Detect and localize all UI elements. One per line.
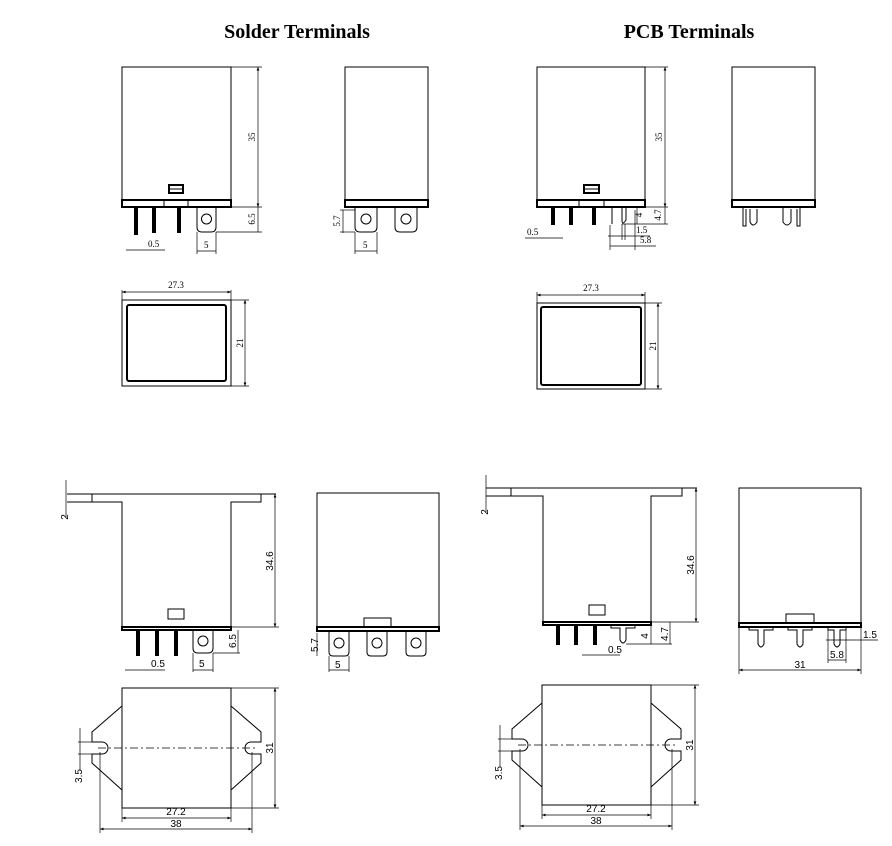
- solder-flange-front-view: 2 34.6 6.5 0.5 5: [60, 480, 279, 672]
- dim-flange: 2: [60, 514, 71, 520]
- solder-side-view: 5.7 5: [332, 66, 429, 254]
- dim-pin-length: 4.7: [653, 209, 663, 221]
- dim-tab-width: 5: [199, 659, 205, 670]
- dim-pin-width-b: 5.8: [830, 650, 844, 661]
- dim-pin-length: 4.7: [660, 627, 671, 641]
- dim-body-width: 27.2: [586, 804, 606, 815]
- pcb-flange-side-view: 1.5 5.8 31: [738, 487, 878, 674]
- dim-pin-thickness: 0.5: [527, 227, 539, 237]
- dim-tab-width: 5: [204, 240, 209, 250]
- pcb-flange-footprint: 3.5 31 27.2 38: [494, 684, 699, 830]
- pcb-side-view: [731, 66, 816, 227]
- dim-side-tab-length: 5.7: [310, 638, 321, 652]
- pcb-top-view: 27.3 21: [536, 283, 662, 390]
- dim-side-tab-length: 5.7: [332, 215, 342, 227]
- dim-pin-width: 0.5: [148, 239, 160, 249]
- dim-depth: 31: [265, 742, 276, 754]
- dim-pin-inner: 4: [640, 633, 651, 639]
- solder-flange-footprint: 3.5 31 27.2 38: [74, 687, 279, 833]
- dim-slot: 3.5: [494, 766, 505, 780]
- dim-overall-width: 38: [170, 819, 182, 830]
- dim-pin-width-a: 1.5: [636, 225, 648, 235]
- dim-side-width: 31: [794, 660, 806, 671]
- dim-terminal-length: 6.5: [228, 634, 239, 648]
- solder-front-view: 35 6.5 0.5 5: [121, 66, 262, 254]
- heading-pcb-terminals: PCB Terminals: [624, 21, 755, 43]
- dim-pin-width: 0.5: [151, 659, 165, 670]
- dim-width: 27.3: [168, 280, 184, 290]
- dim-side-tab-width: 5: [335, 660, 341, 671]
- dim-terminal-length: 6.5: [247, 213, 257, 225]
- dim-flange: 2: [480, 509, 491, 515]
- dim-width: 27.3: [583, 283, 599, 293]
- dim-pin-width-a: 1.5: [863, 630, 877, 641]
- dim-height: 34.6: [686, 555, 697, 575]
- dim-overall-width: 38: [590, 816, 602, 827]
- pcb-front-view: 35 4.7 4 1.5 5.8 0.5: [525, 66, 668, 250]
- dim-height: 35: [654, 132, 664, 142]
- dim-pin-inner: 4: [634, 212, 644, 217]
- heading-solder-terminals: Solder Terminals: [224, 21, 370, 43]
- dim-side-tab-width: 5: [363, 240, 368, 250]
- dim-pin-width-b: 5.8: [640, 235, 652, 245]
- pcb-flange-front-view: 2 34.6 4 4.7 0.5: [480, 475, 699, 656]
- dim-body-width: 27.2: [166, 807, 186, 818]
- solder-flange-side-view: 5.7 5: [310, 492, 440, 672]
- dim-slot: 3.5: [74, 769, 85, 783]
- dim-pin-thickness: 0.5: [608, 645, 622, 656]
- dim-depth: 21: [235, 339, 245, 348]
- dim-depth: 31: [685, 739, 696, 751]
- solder-top-view: 27.3 21: [121, 280, 249, 387]
- dim-height: 35: [247, 132, 257, 142]
- dim-depth: 21: [648, 342, 658, 351]
- dim-height: 34.6: [265, 551, 276, 571]
